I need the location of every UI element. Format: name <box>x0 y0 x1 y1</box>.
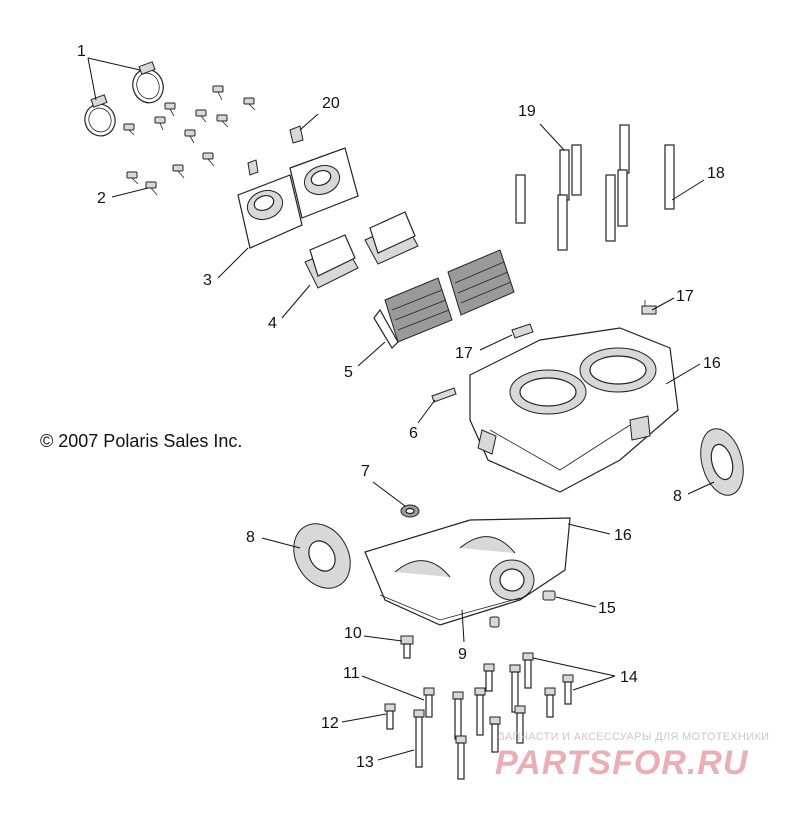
callout-8-left: 8 <box>246 529 255 546</box>
dowel-pins <box>515 124 675 251</box>
washer <box>400 504 420 518</box>
crankcase-lower <box>364 517 571 626</box>
callout-13: 13 <box>356 754 374 771</box>
watermark-logo: PARTSFOR.RU <box>495 744 749 782</box>
callout-2: 2 <box>97 190 106 207</box>
callout-18: 18 <box>707 165 725 182</box>
watermark-tagline: ЗАПЧАСТИ И АКСЕССУАРЫ ДЛЯ МОТОТЕХНИКИ <box>498 731 770 743</box>
callout-12: 12 <box>321 715 339 732</box>
callout-17-upper: 17 <box>676 288 694 305</box>
callout-19: 19 <box>518 103 536 120</box>
reed-stuffer-left <box>304 234 359 289</box>
plug-fittings <box>489 590 556 628</box>
callout-14: 14 <box>620 669 638 686</box>
small-bolts-cluster <box>123 85 256 196</box>
reed-valve-left <box>373 277 453 349</box>
reed-valve-right <box>447 249 515 316</box>
copyright-notice: © 2007 Polaris Sales Inc. <box>40 431 243 451</box>
small-bracket <box>247 125 304 176</box>
watermark-logo-text: PARTSFOR.RU <box>495 744 749 782</box>
callout-15: 15 <box>598 600 616 617</box>
callout-17-lower: 17 <box>455 345 473 362</box>
fitting-upper <box>641 300 657 315</box>
callout-16-lower: 16 <box>614 527 632 544</box>
fitting-lower <box>511 323 534 339</box>
intake-flange-right <box>289 147 359 219</box>
crankcase-upper <box>469 327 679 493</box>
crankcase-bolts <box>384 635 574 780</box>
callout-9: 9 <box>458 646 467 663</box>
callout-11: 11 <box>343 665 360 682</box>
callout-3: 3 <box>203 272 212 289</box>
callout-6: 6 <box>409 425 418 442</box>
callout-10: 10 <box>344 625 362 642</box>
callouts: 1 2 3 4 5 6 7 8 8 9 10 11 12 13 14 15 <box>77 43 725 771</box>
reed-stuffer-right <box>364 211 419 265</box>
hose-clamp-lower <box>84 94 116 137</box>
crank-seal-left <box>293 523 351 589</box>
callout-16-upper: 16 <box>703 355 721 372</box>
callout-20: 20 <box>322 95 340 112</box>
callout-5: 5 <box>344 364 353 381</box>
hose-clamp-upper <box>132 61 164 104</box>
callout-7: 7 <box>361 463 370 480</box>
callout-4: 4 <box>268 315 277 332</box>
callout-8-right: 8 <box>673 488 682 505</box>
intake-flange-left <box>237 174 303 249</box>
stud-fitting <box>431 387 457 403</box>
callout-1: 1 <box>77 43 86 60</box>
crank-seal-right <box>700 428 744 496</box>
